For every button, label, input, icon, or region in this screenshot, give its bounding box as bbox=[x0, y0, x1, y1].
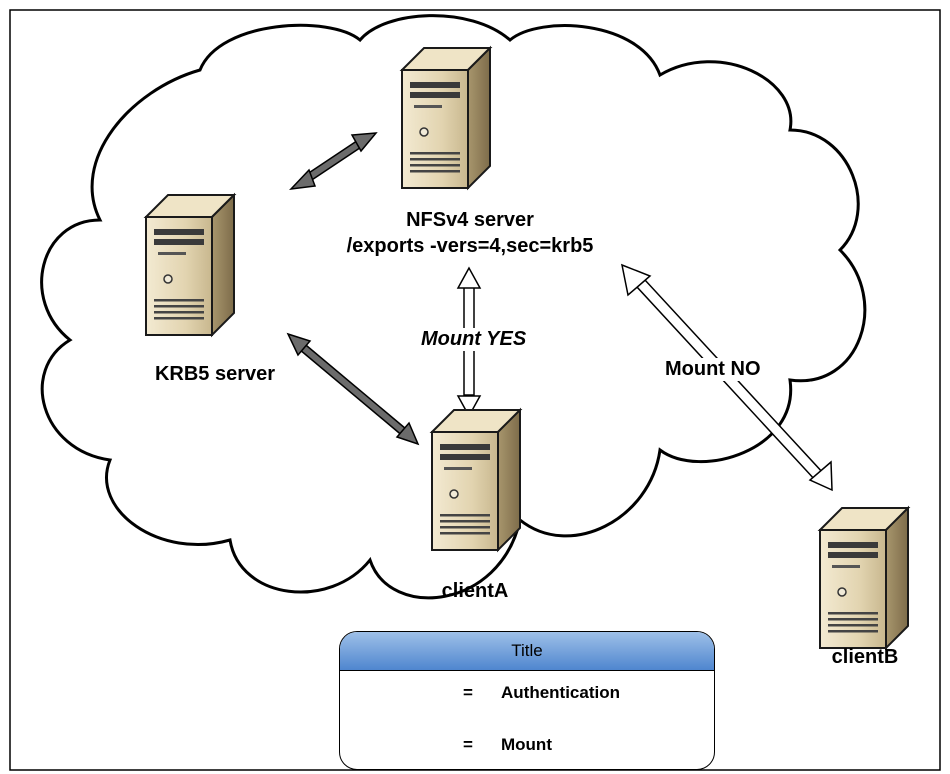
legend-title: Title bbox=[340, 632, 714, 671]
auth-arrow-krb5-nfs bbox=[289, 132, 378, 191]
clientA-label: clientA bbox=[441, 580, 509, 602]
network-cloud bbox=[40, 14, 867, 600]
legend-equals: = bbox=[463, 735, 473, 754]
legend-label-mount: Mount bbox=[501, 735, 552, 754]
figure-border bbox=[9, 9, 941, 771]
nfs-export-options: /exports -vers=4,sec=krb5 bbox=[346, 235, 594, 257]
legend-equals: = bbox=[463, 683, 473, 702]
legend: Title = Authentication = Mount bbox=[339, 631, 715, 770]
nfs-server-label: NFSv4 server /exports -vers=4,sec=krb5 bbox=[300, 207, 640, 259]
clientB-server-icon bbox=[819, 507, 909, 649]
auth-arrow-krb5-clientA bbox=[286, 332, 420, 446]
krb5-server-label: KRB5 server bbox=[154, 363, 276, 385]
mount-yes-label: Mount YES bbox=[419, 328, 529, 351]
clientB-label: clientB bbox=[831, 646, 899, 668]
krb5-server-icon bbox=[145, 194, 235, 336]
clientA-server-icon bbox=[431, 409, 521, 551]
legend-row-authentication: = Authentication bbox=[340, 676, 714, 716]
nfs-server-name: NFSv4 server bbox=[406, 209, 534, 231]
mount-no-label: Mount NO bbox=[663, 358, 763, 381]
legend-label-authentication: Authentication bbox=[501, 683, 620, 702]
legend-row-mount: = Mount bbox=[340, 728, 714, 768]
nfs-server-icon bbox=[401, 47, 491, 189]
